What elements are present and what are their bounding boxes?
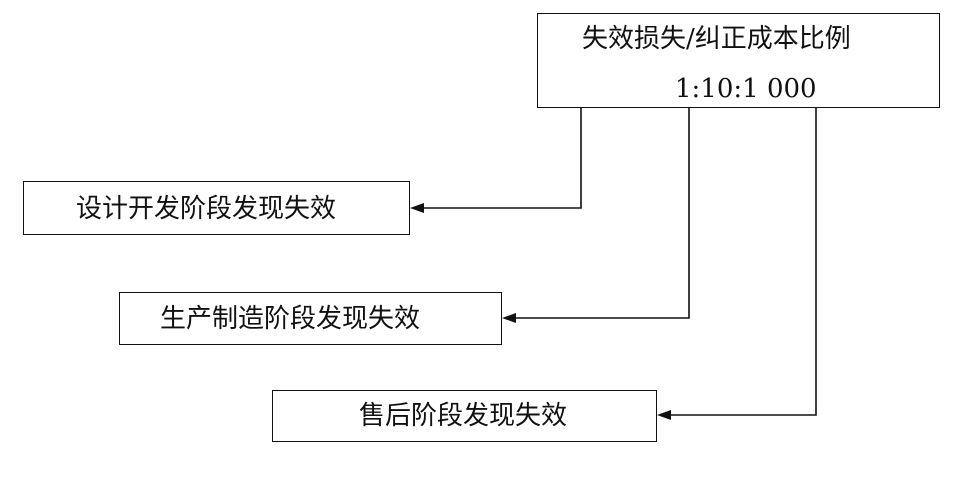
stage-box-design: 设计开发阶段发现失效 (23, 181, 410, 235)
ratio-box: 失效损失/纠正成本比例 1:10:1 000 (537, 13, 940, 108)
stage-box-after-sales: 售后阶段发现失效 (272, 390, 657, 442)
stage-box-manufacturing: 生产制造阶段发现失效 (119, 292, 502, 345)
stage-label-after-sales: 售后阶段发现失效 (359, 401, 568, 431)
connector-after-sales-stage (671, 108, 817, 416)
arrow-head-manufacturing-stage (502, 313, 516, 323)
connector-design-stage (424, 108, 582, 209)
ratio-box-value: 1:10:1 000 (675, 74, 817, 104)
stage-label-design: 设计开发阶段发现失效 (76, 194, 337, 224)
ratio-box-title: 失效损失/纠正成本比例 (582, 24, 851, 54)
stage-label-manufacturing: 生产制造阶段发现失效 (160, 304, 421, 334)
arrow-head-design-stage (410, 203, 424, 213)
arrow-head-after-sales-stage (657, 410, 671, 420)
connector-manufacturing-stage (516, 108, 690, 319)
